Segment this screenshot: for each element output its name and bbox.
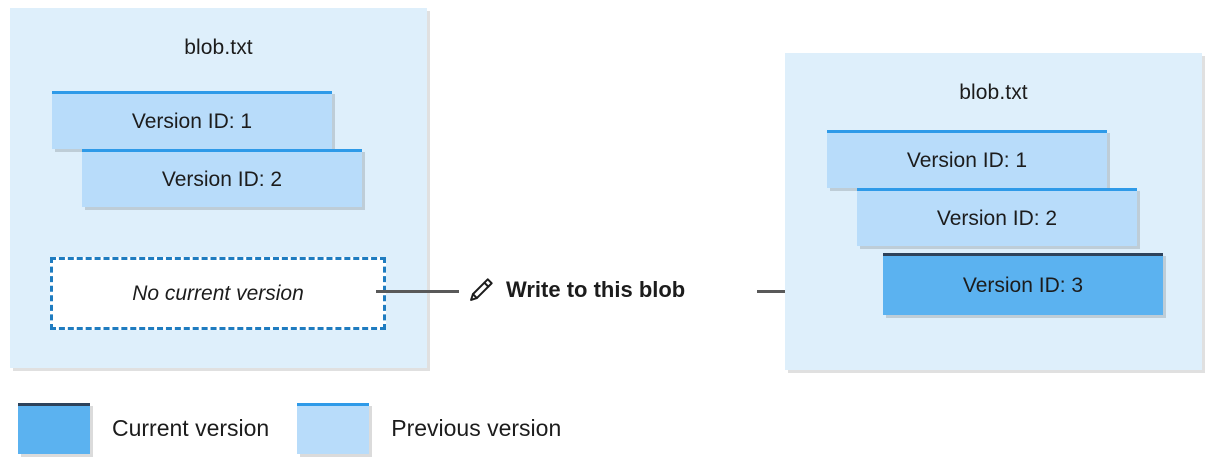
legend-swatch-previous-icon — [297, 403, 370, 454]
version-card-label: Version ID: 2 — [936, 206, 1058, 230]
legend: Current version Previous version — [18, 403, 561, 454]
legend-label-previous: Previous version — [391, 415, 562, 441]
version-card-label: Version ID: 1 — [906, 148, 1028, 172]
version-card-2-after: Version ID: 2 — [857, 188, 1137, 246]
legend-swatch-current-icon — [18, 403, 90, 454]
version-card-label: Version ID: 1 — [131, 109, 253, 133]
legend-label-current: Current version — [112, 415, 270, 441]
version-card-2-before: Version ID: 2 — [82, 149, 362, 207]
legend-item-previous: Previous version — [297, 403, 561, 454]
version-card-1-before: Version ID: 1 — [52, 91, 332, 149]
blob-panel-after-title: blob.txt — [959, 81, 1028, 104]
pencil-icon — [466, 275, 496, 305]
write-action-label: Write to this blob — [466, 275, 685, 305]
version-card-label: Version ID: 3 — [962, 273, 1084, 297]
blob-panel-after: blob.txt Version ID: 1 Version ID: 2 Ver… — [785, 53, 1202, 370]
version-card-label: Version ID: 2 — [161, 167, 283, 191]
blob-panel-before: blob.txt Version ID: 1 Version ID: 2 No … — [10, 8, 427, 368]
version-card-1-after: Version ID: 1 — [827, 130, 1107, 188]
no-current-version-label: No current version — [132, 281, 304, 305]
write-action-text: Write to this blob — [506, 277, 686, 302]
legend-item-current: Current version — [18, 403, 269, 454]
version-card-3-after: Version ID: 3 — [883, 253, 1163, 315]
connector-left — [376, 290, 459, 293]
no-current-version-box: No current version — [50, 257, 386, 330]
blob-panel-before-title: blob.txt — [184, 36, 253, 59]
